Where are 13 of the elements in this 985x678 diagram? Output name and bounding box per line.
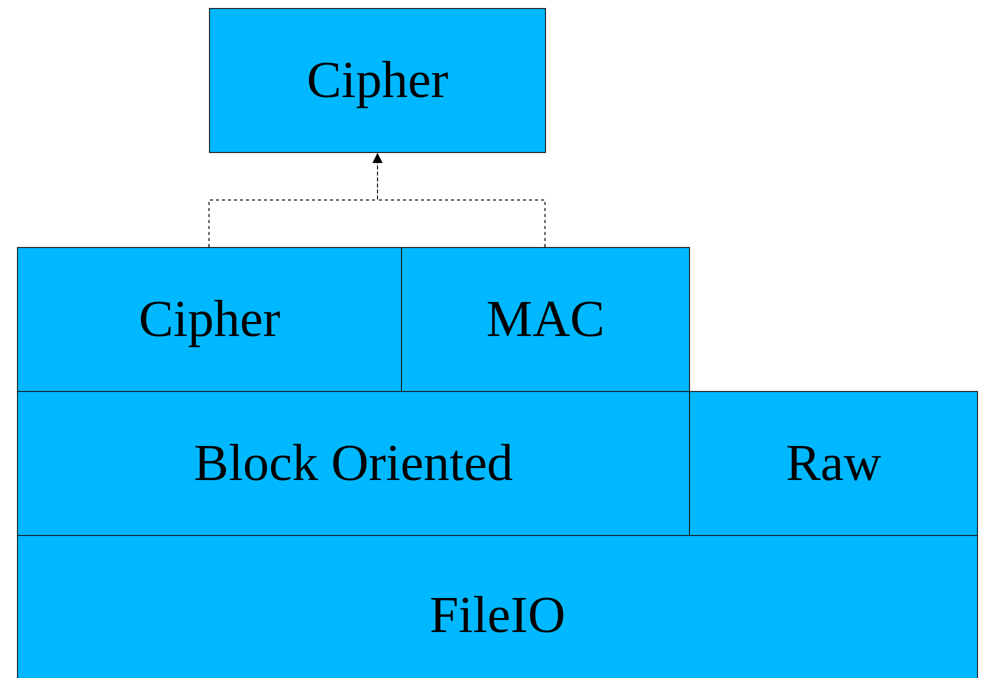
layer-label: Cipher bbox=[138, 290, 280, 349]
layer-box bbox=[17, 391, 690, 536]
layer-label: Block Oriented bbox=[194, 434, 514, 493]
layer-label: FileIO bbox=[430, 586, 566, 644]
layer-box bbox=[17, 247, 402, 392]
layer-label: Raw bbox=[786, 434, 882, 493]
layer-box bbox=[17, 535, 978, 678]
dashed-arrow bbox=[372, 152, 546, 248]
layer-label: MAC bbox=[486, 290, 605, 349]
layer-label: Cipher bbox=[306, 51, 448, 110]
layer-box bbox=[401, 247, 690, 392]
component-box bbox=[209, 8, 546, 153]
layer-box bbox=[689, 391, 978, 536]
